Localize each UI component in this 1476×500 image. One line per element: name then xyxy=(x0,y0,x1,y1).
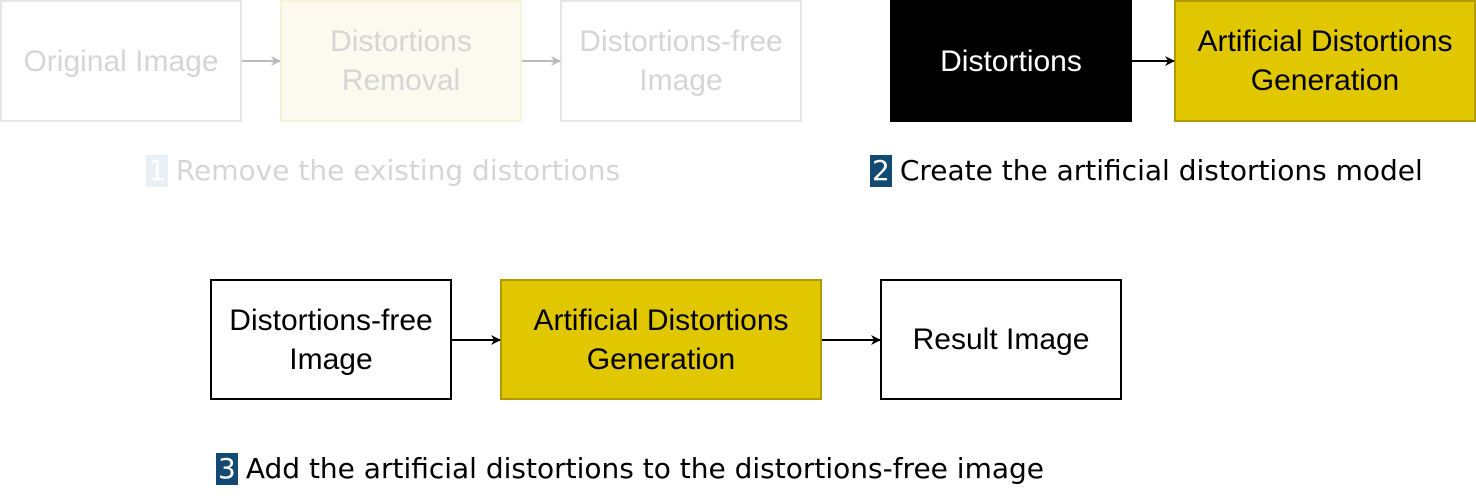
step3-free-label-line1: Distortions-free xyxy=(229,303,433,337)
step-3-caption: 3 Add the artificial distortions to the … xyxy=(216,452,1044,486)
step-1-badge: 1 xyxy=(146,154,168,187)
distortions-free-label-line1: Distortions-free xyxy=(579,25,783,58)
artificial-distortions-generation-box-top: Artificial Distortions Generation xyxy=(1174,0,1476,122)
distortions-removal-label-line2: Removal xyxy=(341,64,461,97)
distortions-free-image-box-2: Distortions-free Image xyxy=(210,279,452,400)
step-2-caption-text: Create the artificial distortions model xyxy=(899,154,1423,187)
step3-free-label-line2: Image xyxy=(289,342,373,376)
original-image-box: Original Image xyxy=(0,0,242,122)
step-2-badge: 2 xyxy=(870,154,892,187)
distortions-free-label-line2: Image xyxy=(639,64,723,97)
distortions-label: Distortions xyxy=(940,44,1082,78)
generation-top-label-line2: Generation xyxy=(1250,64,1400,97)
distortions-box: Distortions xyxy=(890,0,1132,122)
generation-bottom-label-line1: Artificial Distortions xyxy=(533,303,789,337)
generation-bottom-label-line2: Generation xyxy=(586,342,736,376)
step-3-badge: 3 xyxy=(216,452,238,485)
step-2-caption: 2 Create the artificial distortions mode… xyxy=(870,154,1423,188)
distortions-removal-box: Distortions Removal xyxy=(280,0,522,122)
distortions-removal-label-line1: Distortions xyxy=(330,25,472,58)
artificial-distortions-generation-box-bottom: Artificial Distortions Generation xyxy=(500,279,822,400)
result-image-label: Result Image xyxy=(912,323,1090,356)
step-1-caption: 1 Remove the existing distortions xyxy=(146,154,620,188)
original-image-label: Original Image xyxy=(23,44,219,78)
result-image-box: Result Image xyxy=(880,279,1122,400)
distortions-free-image-box-1: Distortions-free Image xyxy=(560,0,802,122)
generation-top-label-line1: Artificial Distortions xyxy=(1197,25,1453,58)
step-3-caption-text: Add the artificial distortions to the di… xyxy=(245,452,1045,485)
step-1-caption-text: Remove the existing distortions xyxy=(175,154,621,187)
